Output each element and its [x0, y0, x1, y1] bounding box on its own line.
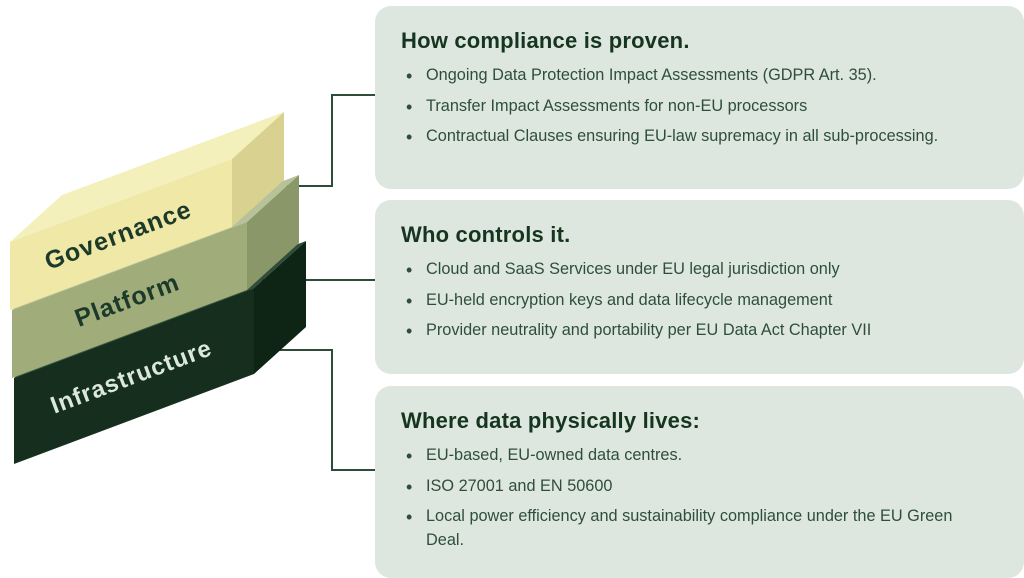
layer-stack-diagram: Infrastructure Platform Governance: [10, 94, 378, 471]
connector-infrastructure-line: [262, 349, 378, 471]
infrastructure-front-face: [14, 288, 254, 464]
bullet-item: EU-held encryption keys and data lifecyc…: [401, 288, 969, 314]
bullet-item: Contractual Clauses ensuring EU-law supr…: [401, 124, 969, 150]
bullet-item: Ongoing Data Protection Impact Assessmen…: [401, 63, 969, 89]
infrastructure-right-face: [254, 241, 306, 374]
bullet-text: Ongoing Data Protection Impact Assessmen…: [426, 66, 877, 84]
panel-title: Where data physically lives:: [401, 408, 701, 433]
bullet-item: ISO 27001 and EN 50600: [401, 474, 969, 500]
bullet-text: ISO 27001 and EN 50600: [426, 476, 613, 495]
governance-top-face: [10, 112, 284, 242]
bullet-text: EU-held encryption keys and data lifecyc…: [426, 290, 833, 309]
bullet-list: Cloud and SaaS Services under EU legal j…: [401, 257, 969, 344]
bullet-item: Cloud and SaaS Services under EU legal j…: [401, 257, 969, 283]
panel-title: How compliance is proven.: [401, 28, 690, 53]
bullet-text: Transfer Impact Assessments for non-EU p…: [426, 96, 808, 115]
bullet-text: Contractual Clauses ensuring EU-law supr…: [426, 127, 939, 146]
bullet-list: Ongoing Data Protection Impact Assessmen…: [401, 63, 969, 150]
bullet-item: EU-based, EU-owned data centres.: [401, 443, 969, 469]
platform-front-face: [12, 222, 247, 378]
bullet-item: Provider neutrality and portability per …: [401, 318, 969, 344]
platform-right-face: [247, 175, 299, 290]
panel-who-controls-it: Who controls it. Cloud and SaaS Services…: [375, 200, 1024, 374]
panel-title: Who controls it.: [401, 222, 571, 247]
panel-how-compliance-is-proven: How compliance is proven. Ongoing Data P…: [375, 6, 1024, 189]
bullet-item: Local power efficiency and sustainabilit…: [401, 504, 969, 552]
bullet-text: Local power efficiency and sustainabilit…: [426, 507, 953, 549]
bullet-list: EU-based, EU-owned data centres. ISO 270…: [401, 443, 969, 553]
governance-front-face: [10, 159, 232, 310]
bullet-text: Provider neutrality and portability per …: [426, 321, 872, 340]
panel-where-data-physically-lives: Where data physically lives: EU-based, E…: [375, 386, 1024, 578]
governance-right-face: [232, 112, 284, 227]
bullet-item: Transfer Impact Assessments for non-EU p…: [401, 94, 969, 120]
bullet-text: Cloud and SaaS Services under EU legal j…: [426, 260, 840, 278]
layer-governance: Governance: [10, 112, 284, 310]
bullet-text: EU-based, EU-owned data centres.: [426, 446, 683, 464]
